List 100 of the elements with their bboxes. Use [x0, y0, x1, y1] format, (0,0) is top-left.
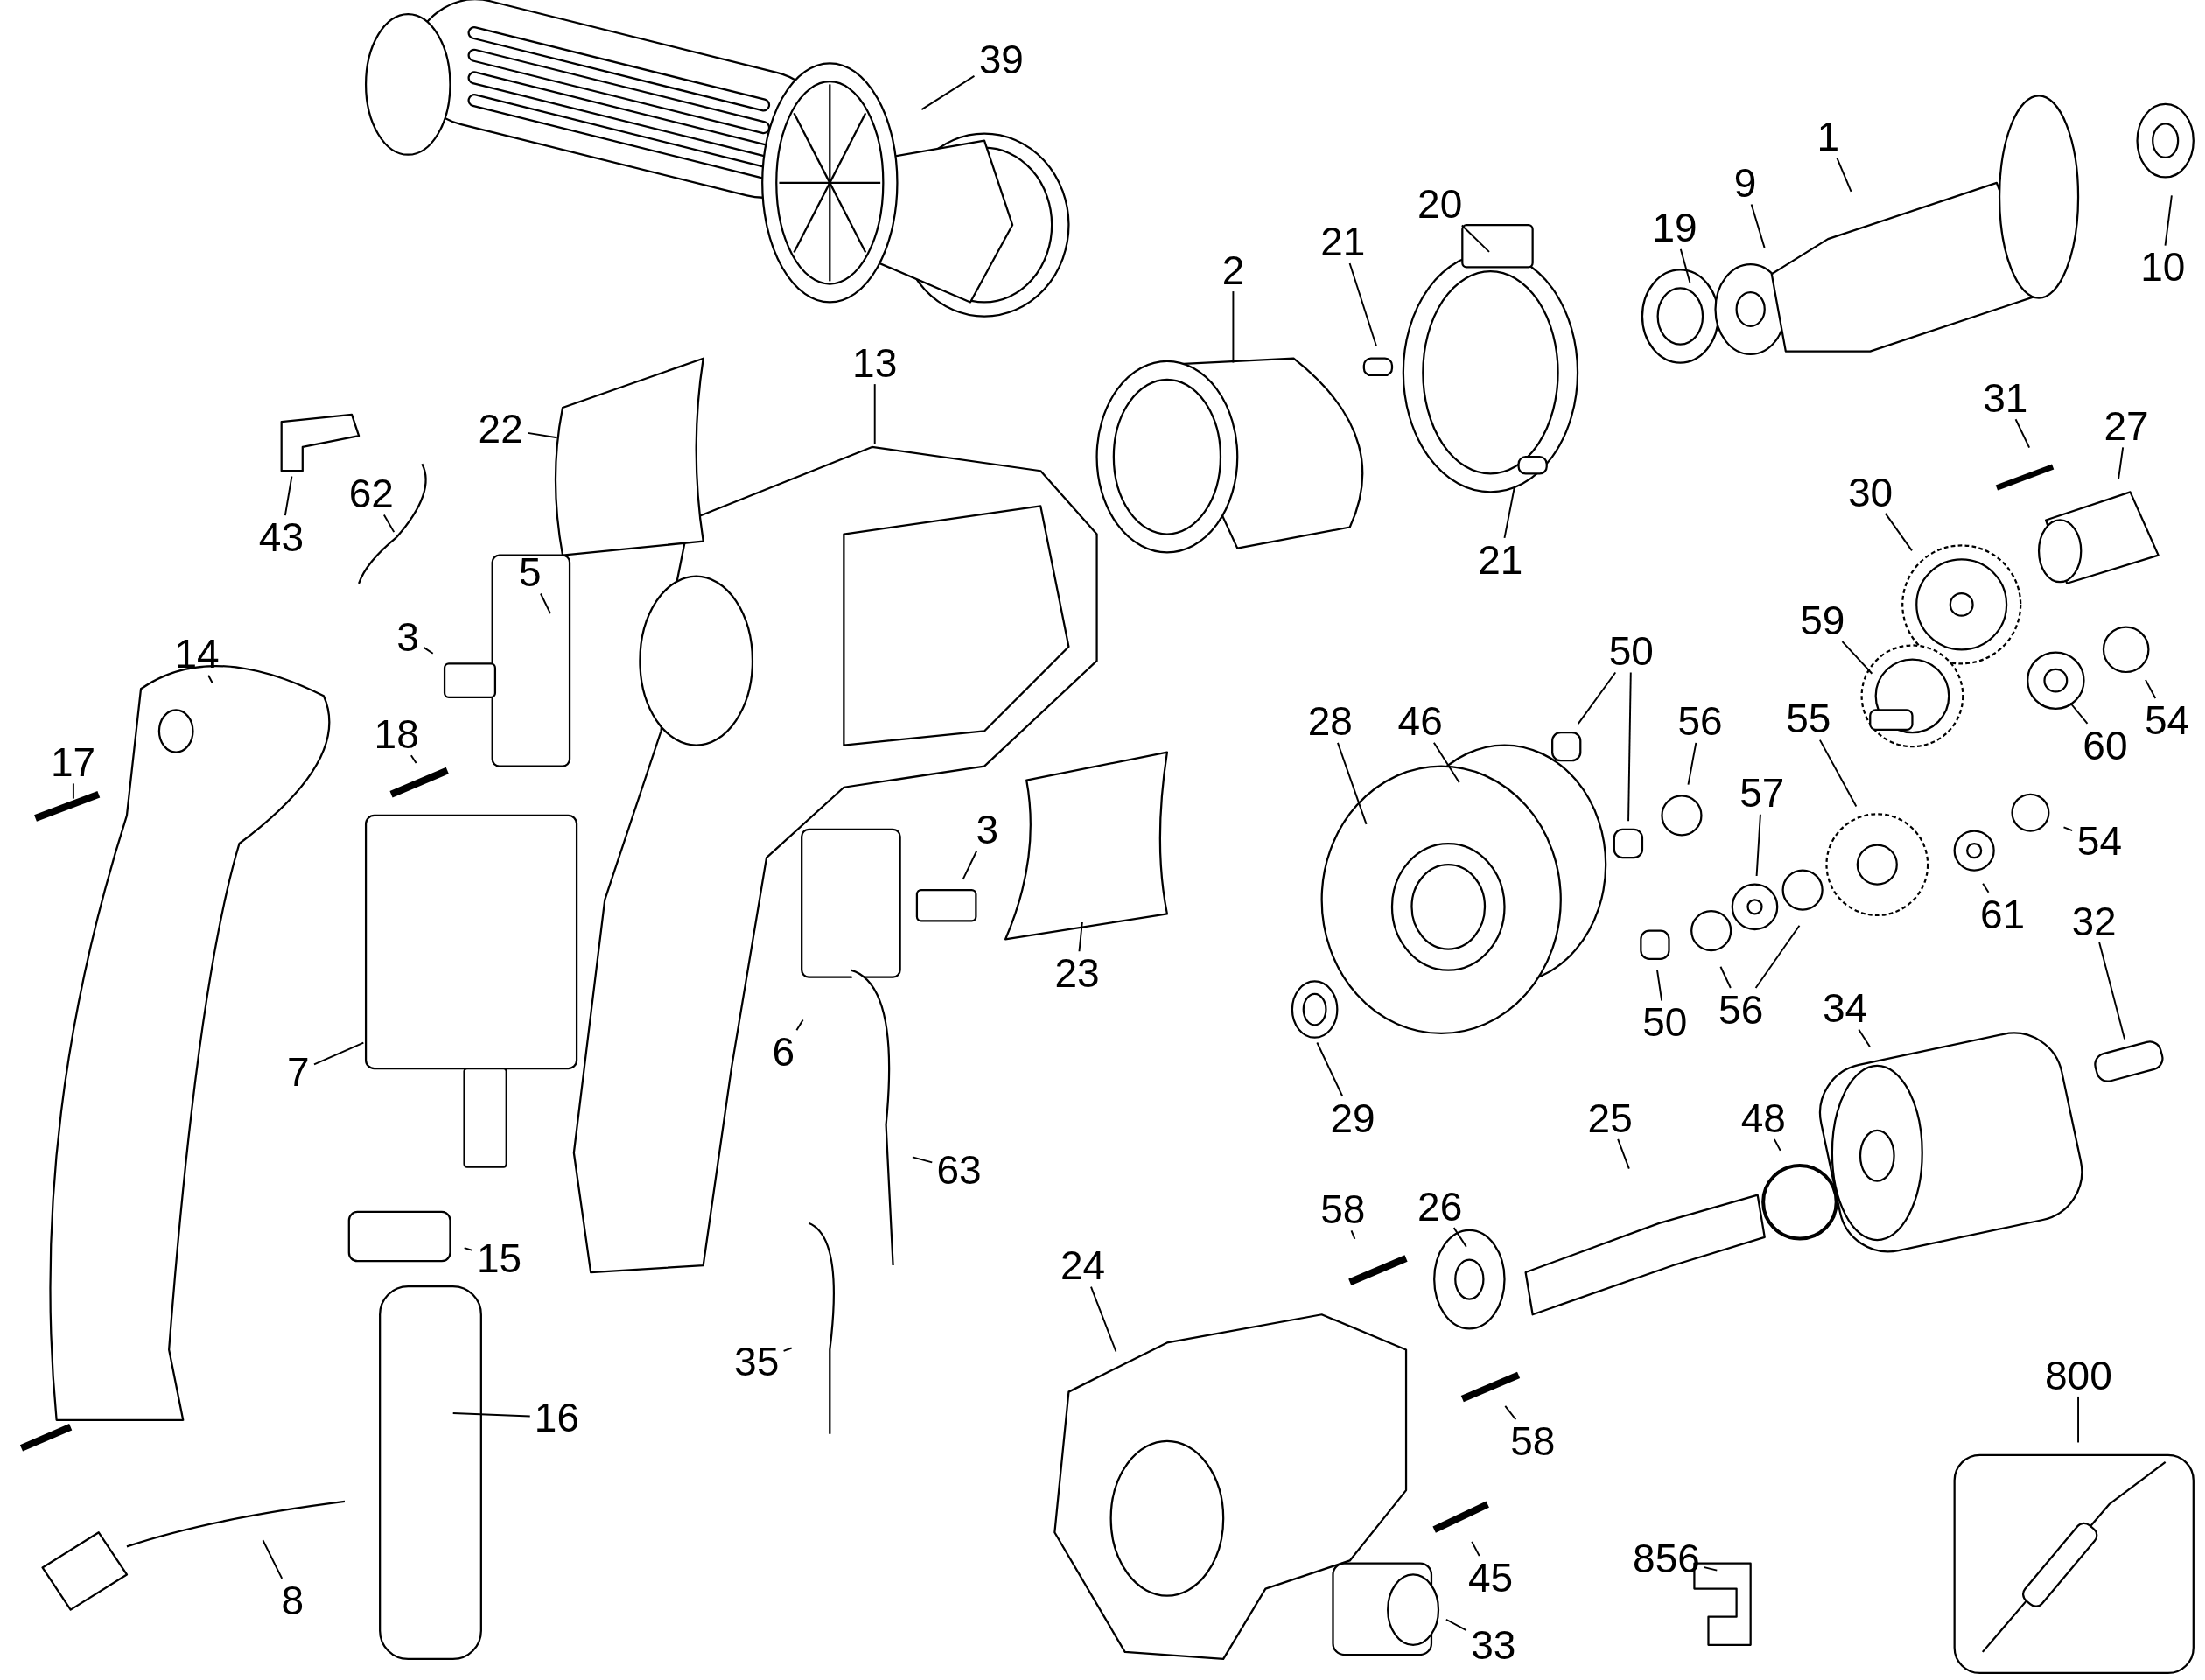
callout-number: 26 — [1416, 1186, 1465, 1227]
callout-number: 25 — [1586, 1097, 1634, 1138]
leader-line — [313, 1041, 365, 1066]
callout-number: 21 — [1476, 539, 1525, 580]
callout-number: 5 — [517, 552, 543, 593]
leader-line — [1348, 262, 1377, 347]
callout-number: 800 — [2042, 1354, 2114, 1396]
callout-number: 10 — [2138, 247, 2188, 288]
callout-number: 46 — [1396, 701, 1445, 742]
leader-line — [1656, 969, 1663, 1002]
callout-number: 15 — [474, 1238, 524, 1279]
leader-line — [382, 514, 396, 534]
leader-line — [1719, 965, 1732, 989]
callout-number: 63 — [934, 1150, 984, 1191]
callout-number: 59 — [1798, 599, 1847, 640]
leader-line — [1687, 741, 1698, 786]
leader-line — [1232, 290, 1235, 364]
callout-number: 30 — [1845, 472, 1895, 513]
callout-number: 8 — [279, 1579, 306, 1620]
leader-line — [527, 431, 558, 439]
callout-number: 23 — [1053, 953, 1102, 994]
leader-line — [1452, 1227, 1467, 1248]
leader-line — [463, 1247, 473, 1251]
leader-line — [1755, 813, 1761, 877]
leader-line — [2062, 826, 2074, 832]
leader-line — [920, 74, 976, 111]
leader-line — [410, 754, 417, 764]
leader-line — [2145, 678, 2157, 699]
callout-number: 48 — [1739, 1097, 1788, 1138]
callout-number: 54 — [2143, 699, 2192, 740]
leader-line — [782, 1347, 793, 1352]
callout-number: 33 — [1469, 1625, 1518, 1666]
leader-line — [1679, 248, 1691, 284]
callout-number: 16 — [532, 1397, 581, 1438]
callout-number: 6 — [770, 1032, 796, 1073]
callout-number: 7 — [284, 1051, 312, 1092]
leader-line — [284, 475, 293, 517]
callout-number: 35 — [732, 1340, 781, 1382]
callout-number: 3 — [395, 617, 421, 658]
leader-line — [423, 646, 434, 654]
callout-number: 20 — [1416, 184, 1465, 225]
callout-number: 19 — [1650, 207, 1699, 248]
callout-number: 55 — [1784, 698, 1833, 739]
leader-line — [1316, 1041, 1344, 1097]
leader-line — [1445, 1618, 1467, 1632]
callout-number: 27 — [2102, 405, 2151, 446]
callout-number: 24 — [1058, 1245, 1108, 1286]
leader-line — [1841, 640, 1873, 675]
callout-number: 3 — [974, 809, 1000, 850]
leader-line — [1750, 203, 1766, 249]
leader-line — [1617, 1138, 1630, 1170]
callout-number: 56 — [1676, 701, 1725, 742]
leader-line — [1628, 671, 1632, 822]
callout-number: 56 — [1717, 989, 1766, 1030]
callout-number: 9 — [1732, 162, 1759, 203]
leader-line — [2014, 418, 2031, 449]
callout-number: 34 — [1821, 988, 1870, 1029]
callout-number: 18 — [372, 713, 421, 754]
leader-line — [962, 850, 978, 880]
callout-number: 21 — [1319, 221, 1368, 262]
leader-line — [1337, 741, 1368, 825]
callout-number: 39 — [976, 38, 1026, 80]
leader-line — [1504, 1404, 1517, 1421]
callout-number: 32 — [2069, 900, 2118, 942]
callout-number: 28 — [1306, 701, 1354, 742]
leader-line — [1350, 1229, 1356, 1240]
leader-line — [2069, 702, 2089, 724]
callout-number: 57 — [1738, 773, 1787, 814]
leader-line — [1432, 741, 1460, 784]
leader-line — [2164, 194, 2173, 247]
leader-line — [1503, 485, 1516, 539]
callout-number: 60 — [2081, 724, 2130, 766]
leader-line — [1754, 924, 1801, 989]
callout-number: 50 — [1606, 631, 1656, 672]
leader-line — [1773, 1138, 1782, 1152]
leader-line — [1836, 157, 1852, 192]
leader-line — [911, 1156, 934, 1164]
callout-number: 17 — [49, 742, 98, 783]
callout-number: 31 — [1981, 377, 2030, 418]
callout-number: 1 — [1815, 116, 1842, 157]
leader-line — [540, 592, 551, 615]
leader-line — [2098, 942, 2126, 1040]
leader-line — [1078, 921, 1083, 953]
callout-number: 58 — [1319, 1189, 1368, 1230]
leader-line — [1884, 512, 1913, 552]
leader-line — [2077, 1395, 2079, 1444]
leader-line — [1090, 1285, 1117, 1353]
callout-number: 29 — [1328, 1097, 1377, 1138]
callout-number: 58 — [1508, 1421, 1558, 1462]
leader-line — [1471, 1540, 1480, 1558]
callout-number: 62 — [346, 473, 396, 514]
callout-number: 22 — [476, 409, 525, 450]
leader-line — [2118, 446, 2124, 480]
leader-line — [1577, 671, 1617, 725]
callout-number: 45 — [1466, 1558, 1516, 1599]
leader-line — [262, 1539, 284, 1579]
callout-number: 2 — [1220, 249, 1247, 290]
callout-number: 50 — [1641, 1002, 1690, 1043]
callout-number: 14 — [172, 634, 221, 675]
leader-line — [1460, 224, 1490, 253]
